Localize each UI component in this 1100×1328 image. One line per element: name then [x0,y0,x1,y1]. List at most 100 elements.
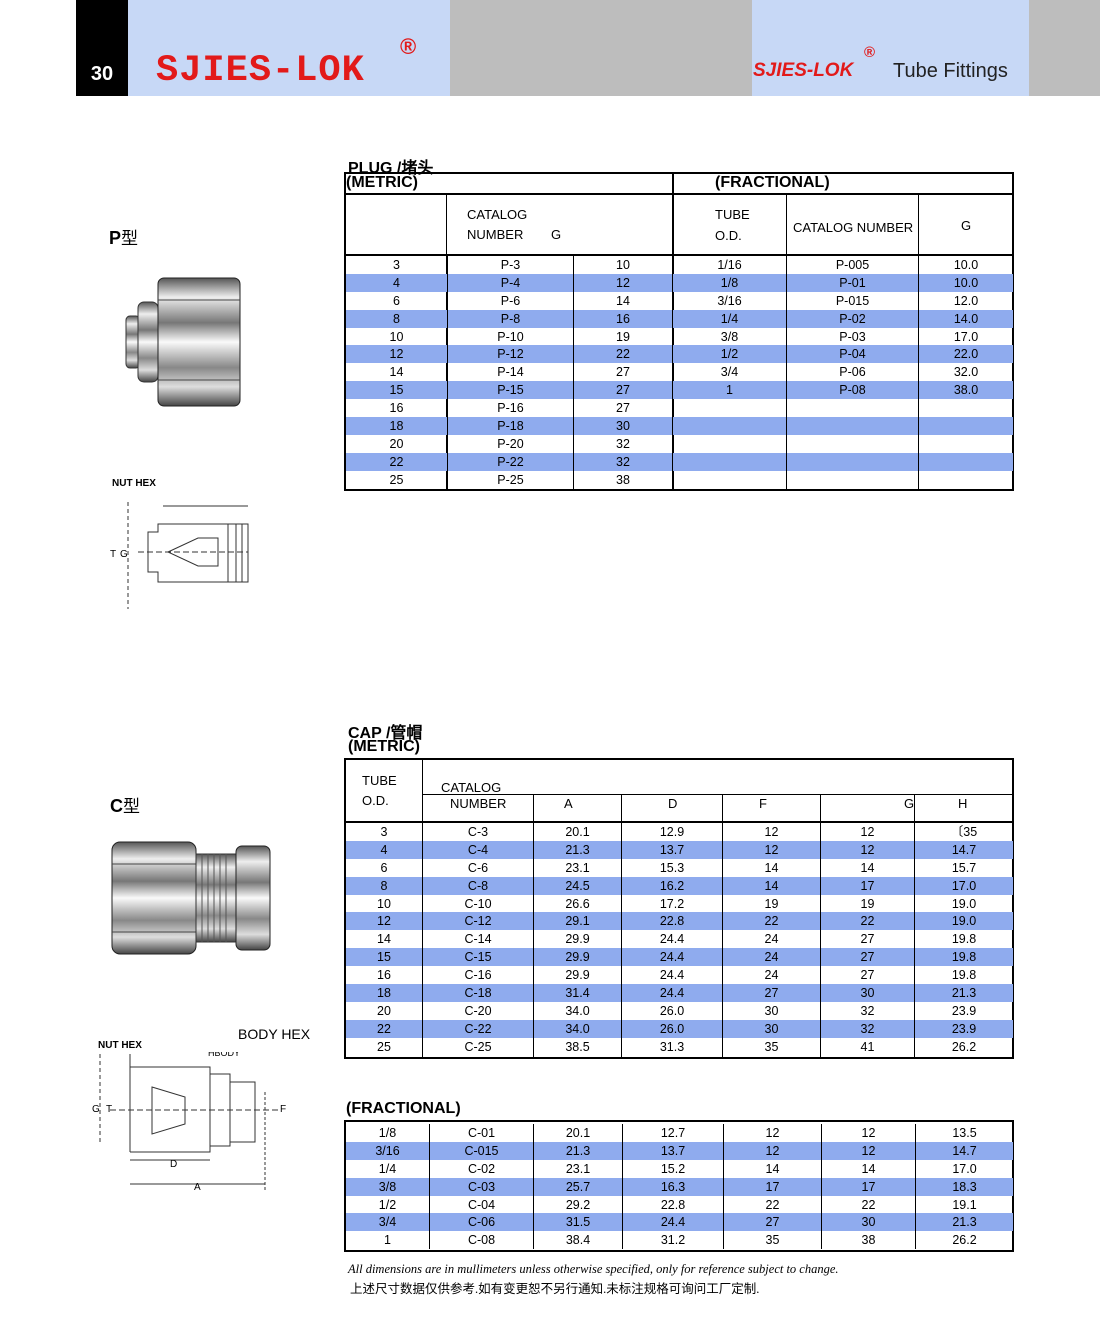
cap-fractional-row-cell: 12.7 [622,1124,724,1142]
cap-metric-row-cell: 10 [345,894,423,913]
cap-fractional-row-cell: 13.5 [915,1124,1014,1142]
cap-fractional-row-cell: 17 [821,1177,916,1196]
cap-fractional-row-cell: 14.7 [915,1141,1014,1160]
cap-metric-row-cell: 35 [722,1037,821,1056]
plug-row-cell: P-25 [447,470,574,489]
plug-row-cell [918,470,1014,489]
plug-row-cell: 25 [345,470,448,489]
page-header: 30 SJIES-LOK ® SJIES-LOK ® Tube Fittings [0,0,1100,96]
header-band-gray-right [1029,0,1100,96]
cap-fractional-row-cell: C-04 [429,1195,534,1214]
plug-row-cell: 27 [573,399,673,418]
plug-row-cell [786,417,919,435]
cap-metric-row-cell: 25 [345,1037,423,1056]
registered-mark-small: ® [864,44,876,61]
cap-metric-row-cell: 22 [722,912,821,931]
cap-metric-row-cell: 16 [345,966,423,985]
plug-row-cell [786,452,919,471]
plug-type-code: P [109,228,122,248]
footnote-english: All dimensions are in mullimeters unless… [348,1262,839,1276]
cap-metric-row-cell: 34.0 [533,1019,622,1038]
cap-metric-row-cell: C-3 [422,823,534,841]
cap-body-hex-label: BODY HEX [238,1026,311,1042]
plug-row-cell [918,452,1014,471]
plug-row-cell: 19 [573,327,673,346]
cap-metric-row-cell: 8 [345,876,423,895]
plug-row-cell: 12 [573,273,673,292]
cap-metric-row-cell: 26.2 [914,1037,1014,1056]
plug-row-cell: P-3 [447,256,574,274]
cap-fractional-row-cell: 18.3 [915,1177,1014,1196]
cap-metric-row-cell: C-4 [422,840,534,859]
cap-metric-row-cell: 24.4 [621,948,723,967]
cap-metric-row-cell: 24.4 [621,984,723,1002]
plug-row-cell: 27 [573,381,673,400]
plug-row-cell [918,434,1014,453]
cap-fractional-row-cell: 12 [723,1141,822,1160]
cap-fractional-row-cell: 35 [723,1231,822,1250]
plug-row-cell: 3 [345,256,448,274]
cap-metric-row-cell: 24 [722,966,821,985]
plug-row-cell: P-15 [447,381,574,400]
plug-row-cell: P-22 [447,452,574,471]
cap-fractional-row-cell: 1/2 [345,1195,430,1214]
cap-fractional-row-cell: 1 [345,1231,430,1250]
cap-metric-row-cell: C-18 [422,984,534,1002]
plug-row-cell: P-12 [447,345,574,364]
cap-metric-row-cell: 24.5 [533,876,622,895]
cap-metric-row-cell: 15.7 [914,858,1014,877]
cap-drawing: G T D A F HBODY [92,1052,286,1192]
cap-type-suffix: 型 [123,797,140,816]
cap-fractional-row-cell: 20.1 [533,1124,623,1142]
cap-metric-row-cell: 29.9 [533,930,622,949]
plug-row-cell: 16 [345,399,448,418]
plug-row-cell: P-04 [786,345,919,364]
brand-logo: SJIES-LOK [156,50,365,92]
plug-row-cell: 12 [345,345,448,364]
cap-fractional-row-cell: 25.7 [533,1177,623,1196]
cap-metric-row-cell: 34.0 [533,1001,622,1020]
header-band-blue-right [752,0,1029,96]
cap-type-label: C型 [110,792,140,817]
cap-metric-row-cell: 22.8 [621,912,723,931]
plug-hdr-catalog: CATALOG [467,207,528,222]
plug-row-cell: 10 [573,256,673,274]
plug-row-cell: 14 [573,291,673,310]
cap-fractional-row-cell: 16.3 [622,1177,724,1196]
page-number: 30 [76,0,128,96]
plug-row-cell [672,417,787,435]
plug-hdr-g: G [551,227,562,242]
plug-row-cell: P-03 [786,327,919,346]
plug-row-cell: P-8 [447,309,574,328]
plug-photo [125,277,241,407]
plug-type-label: P型 [109,224,138,249]
cap-fractional-row-cell: C-06 [429,1213,534,1232]
cap-metric-row-cell: C-6 [422,858,534,877]
plug-row-cell: 16 [573,309,673,328]
cap-metric-row-cell: 14 [820,858,915,877]
cap-photo [111,841,271,955]
svg-text:D: D [170,1159,177,1170]
cap-metric-row-cell: 30 [722,1001,821,1020]
cap-metric-row-cell: 26.0 [621,1019,723,1038]
plug-type-suffix: 型 [121,229,139,248]
cap-hdr-a: A [564,796,573,811]
header-band-gray-middle [450,0,752,96]
cap-metric-row-cell: 19.0 [914,912,1014,931]
cap-metric-row-cell: 14 [722,858,821,877]
cap-metric-row-cell: 12 [820,840,915,859]
footnote-chinese: 上述尺寸数据仅供参考.如有变更恕不另行通知.未标注规格可询问工厂定制. [350,1282,760,1296]
